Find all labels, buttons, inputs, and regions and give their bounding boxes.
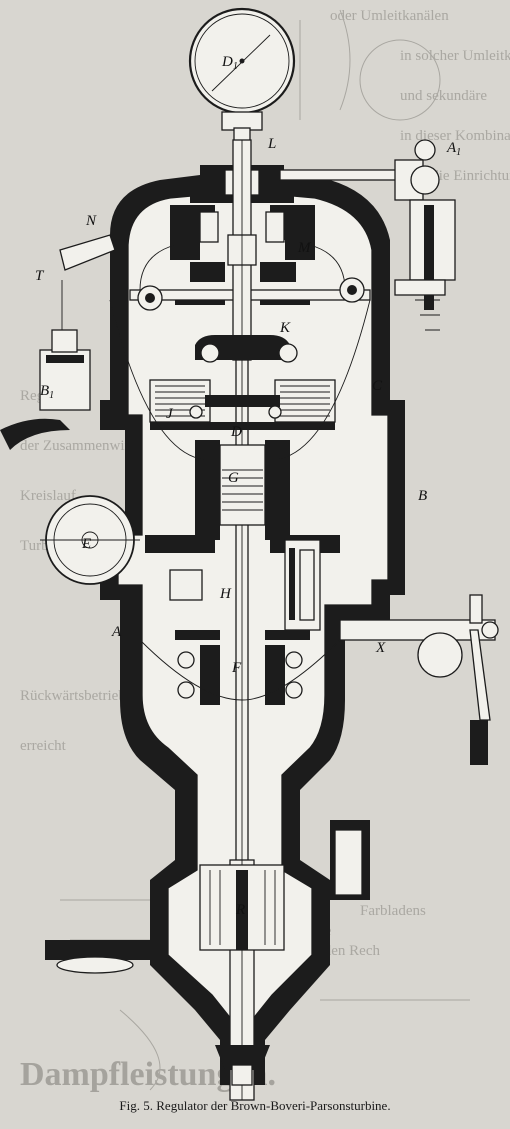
- label-c: C: [372, 378, 383, 394]
- gear-wheel-e: [40, 495, 140, 585]
- label-g: G: [228, 470, 239, 486]
- svg-text:erreicht: erreicht: [20, 738, 67, 754]
- label-e: E: [81, 536, 91, 552]
- label-b: B: [418, 488, 427, 504]
- part-labels: D1 L A1 N M T K B1 C J D G B E H A X F R: [35, 54, 461, 918]
- label-a: A: [111, 624, 122, 640]
- svg-text:Kreislauf: Kreislauf: [20, 488, 76, 504]
- base-foot: [45, 820, 370, 974]
- label-t: T: [35, 268, 45, 284]
- label-r: R: [235, 902, 245, 918]
- svg-text:Farbladens: Farbladens: [360, 903, 426, 919]
- label-b1: B1: [40, 383, 54, 401]
- oil-cup-b1: [0, 234, 116, 450]
- figure-caption: Fig. 5. Regulator der Brown-Boveri-Parso…: [119, 1098, 391, 1113]
- label-n: N: [85, 213, 97, 229]
- worm-gear-r: [199, 864, 285, 1086]
- pressure-gauge: [188, 7, 296, 169]
- svg-text:Rückwärtsbetrieb: Rückwärtsbetrieb: [20, 688, 126, 704]
- label-x: X: [375, 640, 386, 656]
- svg-text:oder Umleitkanälen: oder Umleitkanälen: [330, 8, 449, 24]
- label-h: H: [219, 586, 232, 602]
- svg-text:und sekundäre: und sekundäre: [400, 88, 487, 104]
- label-j: J: [166, 406, 174, 422]
- control-lever-x: [339, 594, 499, 765]
- adjusting-gear-a1: [279, 139, 456, 331]
- bearing-f: [177, 645, 303, 705]
- label-d: D: [230, 424, 242, 440]
- label-f: F: [231, 660, 242, 676]
- svg-text:in solcher Umleitkanal: in solcher Umleitkanal: [400, 48, 510, 64]
- label-m: M: [297, 240, 312, 256]
- flyweight-assembly: [149, 335, 336, 430]
- servo-chamber: [145, 535, 340, 640]
- label-a1: A1: [446, 140, 461, 158]
- piston-section: [195, 440, 290, 540]
- label-l: L: [267, 136, 276, 152]
- label-k: K: [279, 320, 291, 336]
- reference-lines: [109, 299, 371, 701]
- label-d1: D1: [221, 54, 238, 72]
